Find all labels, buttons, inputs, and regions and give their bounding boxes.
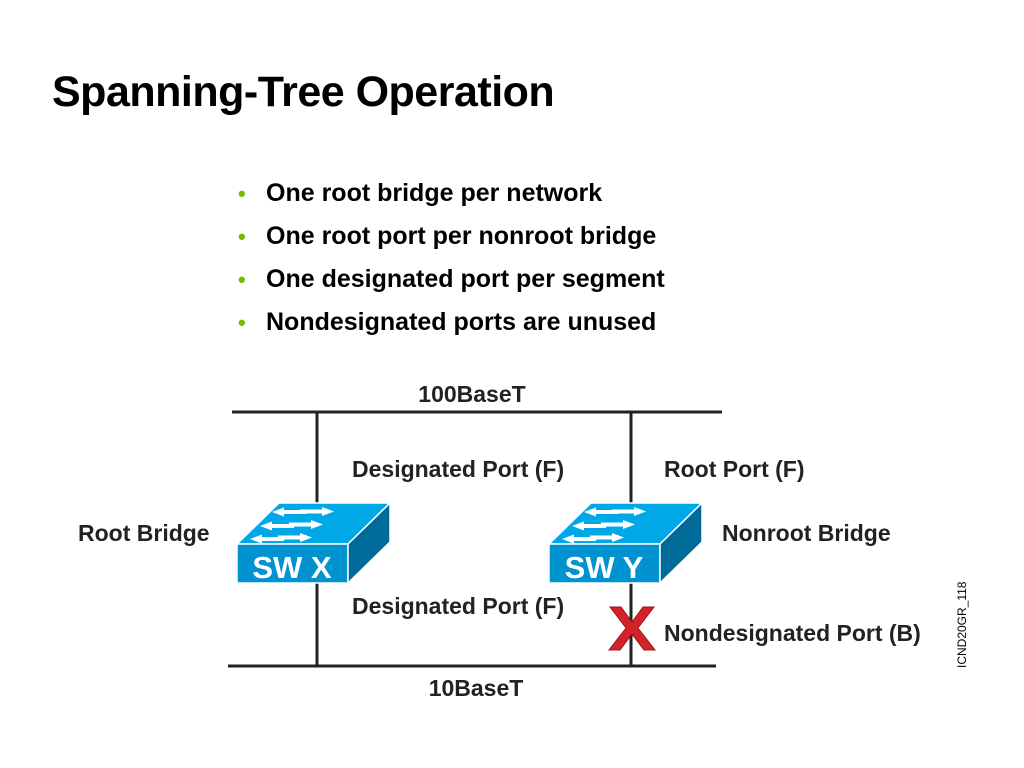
segment-top-label: 100BaseT bbox=[418, 381, 525, 407]
sw-x-top-port-label: Designated Port (F) bbox=[352, 456, 564, 482]
list-item: • One root port per nonroot bridge bbox=[238, 215, 665, 258]
arrows-icon bbox=[562, 507, 646, 544]
page-title: Spanning-Tree Operation bbox=[52, 68, 555, 116]
bullet-text: Nondesignated ports are unused bbox=[266, 308, 657, 336]
bullet-list: • One root bridge per network • One root… bbox=[238, 172, 665, 344]
nonroot-bridge-label: Nonroot Bridge bbox=[722, 520, 891, 546]
bullet-text: One root port per nonroot bridge bbox=[266, 222, 657, 250]
sw-x-bottom-port-label: Designated Port (F) bbox=[352, 593, 564, 619]
figure-id: ICND20GR_118 bbox=[955, 581, 969, 668]
bullet-text: One designated port per segment bbox=[266, 265, 665, 293]
bullet-icon: • bbox=[238, 310, 246, 335]
sw-x-switch-icon: SW X bbox=[235, 501, 392, 585]
bullet-icon: • bbox=[238, 267, 246, 292]
segment-bottom-label: 10BaseT bbox=[429, 675, 524, 701]
sw-y-label: SW Y bbox=[565, 550, 644, 585]
root-bridge-label: Root Bridge bbox=[78, 520, 210, 546]
x-mark-icon bbox=[607, 606, 657, 651]
sw-x-label: SW X bbox=[252, 550, 332, 585]
list-item: • One root bridge per network bbox=[238, 172, 665, 215]
sw-y-switch-icon: SW Y bbox=[547, 501, 704, 585]
bullet-text: One root bridge per network bbox=[266, 179, 603, 207]
list-item: • One designated port per segment bbox=[238, 258, 665, 301]
arrows-icon bbox=[250, 507, 334, 544]
bullet-icon: • bbox=[238, 224, 246, 249]
list-item: • Nondesignated ports are unused bbox=[238, 301, 665, 344]
bullet-icon: • bbox=[238, 181, 246, 206]
sw-y-top-port-label: Root Port (F) bbox=[664, 456, 805, 482]
sw-y-bottom-port-label: Nondesignated Port (B) bbox=[664, 620, 921, 646]
